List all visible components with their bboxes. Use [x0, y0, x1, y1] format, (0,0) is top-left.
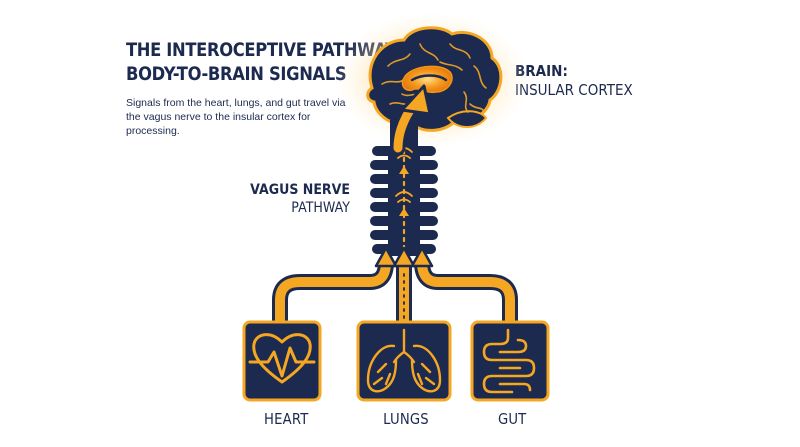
organ-label-heart: HEART [264, 410, 309, 428]
lungs-icon [366, 328, 442, 393]
heart-box [242, 320, 322, 402]
page-title: THE INTEROCEPTIVE PATHWAY: BODY-TO-BRAIN… [126, 38, 401, 86]
title-line-1: THE INTEROCEPTIVE PATHWAY: [126, 39, 402, 61]
vagus-label: VAGUS NERVE PATHWAY [250, 181, 350, 217]
lungs-box [356, 320, 452, 402]
vagus-label-regular: PATHWAY [291, 200, 350, 216]
signal-arrow-to-brain [390, 84, 432, 156]
brain-label-regular: INSULAR CORTEX [515, 81, 633, 99]
organ-label-gut: GUT [497, 410, 527, 428]
organ-label-lungs: LUNGS [383, 410, 429, 428]
brain-label: BRAIN: INSULAR CORTEX [515, 62, 633, 100]
vagus-label-bold: VAGUS NERVE [250, 182, 350, 198]
title-line-2: BODY-TO-BRAIN SIGNALS [126, 63, 347, 85]
subtitle: Signals from the heart, lungs, and gut t… [126, 97, 346, 137]
brain-icon [366, 26, 503, 132]
branch-arrowheads [374, 246, 434, 268]
organ-branch-paths [272, 254, 518, 330]
gut-box [470, 320, 550, 402]
intestines-icon [482, 328, 536, 394]
heart-pulse-icon [248, 333, 316, 384]
